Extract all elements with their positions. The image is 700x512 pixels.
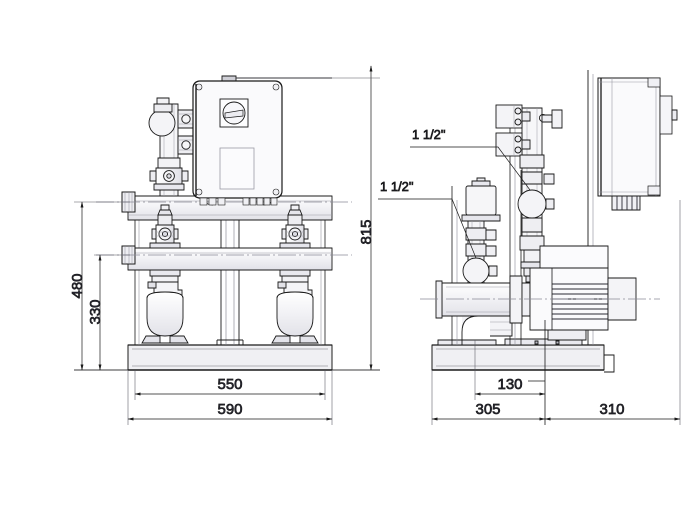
pump-left [141, 269, 189, 344]
dimension-330: 330 [87, 254, 130, 371]
side-elevation [420, 70, 678, 373]
cable-glands [199, 197, 278, 206]
dimension-480: 480 [69, 201, 130, 371]
dimension-330-label: 330 [87, 299, 104, 324]
dimension-815-label: 815 [358, 219, 375, 244]
cable-glands-side [611, 195, 641, 211]
rotary-switch[interactable] [219, 98, 249, 128]
display-panel [219, 147, 255, 190]
suction-manifold [96, 245, 352, 271]
callout-port-lower: 1 1/2" [378, 179, 477, 259]
terminal-block-lower [495, 132, 531, 157]
callout-layer: 1 1/2" 1 1/2" [378, 127, 531, 259]
dimension-130: 130 [474, 320, 546, 425]
dimension-130-label: 130 [497, 376, 522, 393]
dimension-310: 310 [544, 200, 681, 425]
dimension-590: 590 [127, 370, 333, 425]
dimension-480-label: 480 [69, 273, 86, 298]
callout-port-lower-label: 1 1/2" [380, 179, 414, 194]
isolating-valve-right [279, 204, 311, 249]
callout-port-upper: 1 1/2" [410, 127, 531, 191]
dimension-550-label: 550 [217, 376, 242, 393]
callout-port-upper-label: 1 1/2" [412, 127, 446, 142]
front-elevation [96, 75, 352, 371]
base-frame [127, 344, 333, 371]
dimension-305-label: 305 [475, 401, 500, 418]
valve-stack-side-center [495, 104, 563, 283]
control-cabinet-side [597, 77, 678, 211]
control-cabinet [192, 75, 332, 199]
dimension-590-label: 590 [217, 401, 242, 418]
dimension-310-label: 310 [599, 401, 624, 418]
terminal-block-upper [495, 104, 531, 129]
pump-right [271, 269, 319, 344]
dimension-550: 550 [134, 370, 326, 400]
pump-motor-side [420, 245, 660, 341]
dimension-layer: 815 480 330 550 590 [69, 65, 681, 425]
isolating-valve-left [149, 204, 181, 249]
dimension-305: 305 [431, 370, 546, 425]
center-column [216, 205, 244, 345]
pressure-sensor-assembly [148, 97, 197, 197]
